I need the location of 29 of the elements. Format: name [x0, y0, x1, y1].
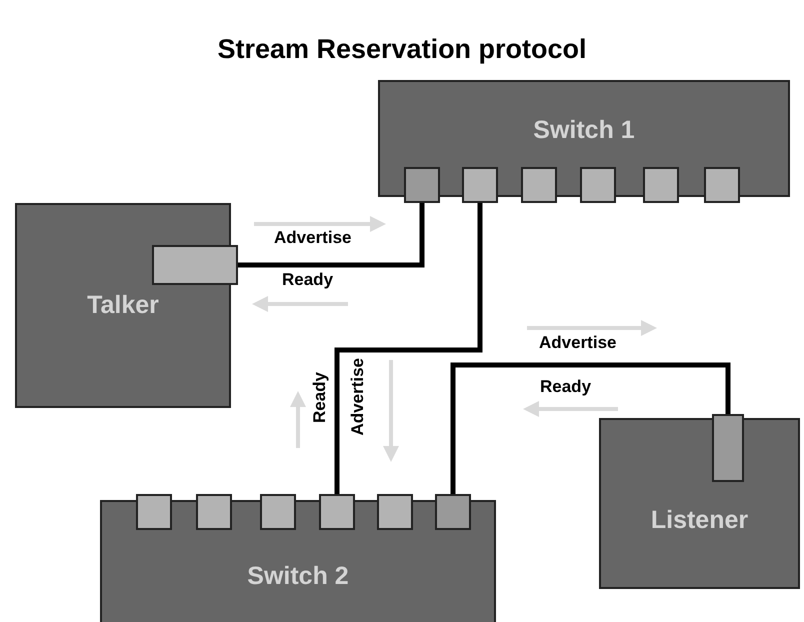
node-label: Switch 1	[533, 116, 635, 144]
port-box	[377, 494, 413, 530]
node-label: Listener	[650, 506, 748, 534]
cable-line	[450, 362, 730, 494]
signal-label: Ready	[540, 378, 592, 395]
port-box	[319, 494, 355, 530]
port-box	[404, 167, 440, 203]
port-box	[152, 245, 238, 285]
node-label: Talker	[87, 291, 159, 319]
diagram-title: Stream Reservation protocol	[216, 36, 588, 63]
cable-line	[238, 203, 424, 268]
port-box	[521, 167, 557, 203]
port-box	[260, 494, 296, 530]
signal-label: Ready	[311, 372, 328, 424]
signal-label: Advertise	[274, 229, 352, 246]
port-box	[580, 167, 616, 203]
signal-label: Advertise	[349, 358, 366, 436]
device-box	[15, 203, 231, 408]
port-box	[704, 167, 740, 203]
signal-label: Advertise	[539, 334, 616, 351]
port-box	[136, 494, 172, 530]
port-box	[196, 494, 232, 530]
node-label: Switch 2	[247, 562, 349, 590]
port-box	[712, 414, 744, 482]
port-box	[643, 167, 679, 203]
cable-line	[334, 203, 482, 494]
port-box	[435, 494, 471, 530]
signal-label: Ready	[282, 271, 334, 288]
port-box	[462, 167, 498, 203]
